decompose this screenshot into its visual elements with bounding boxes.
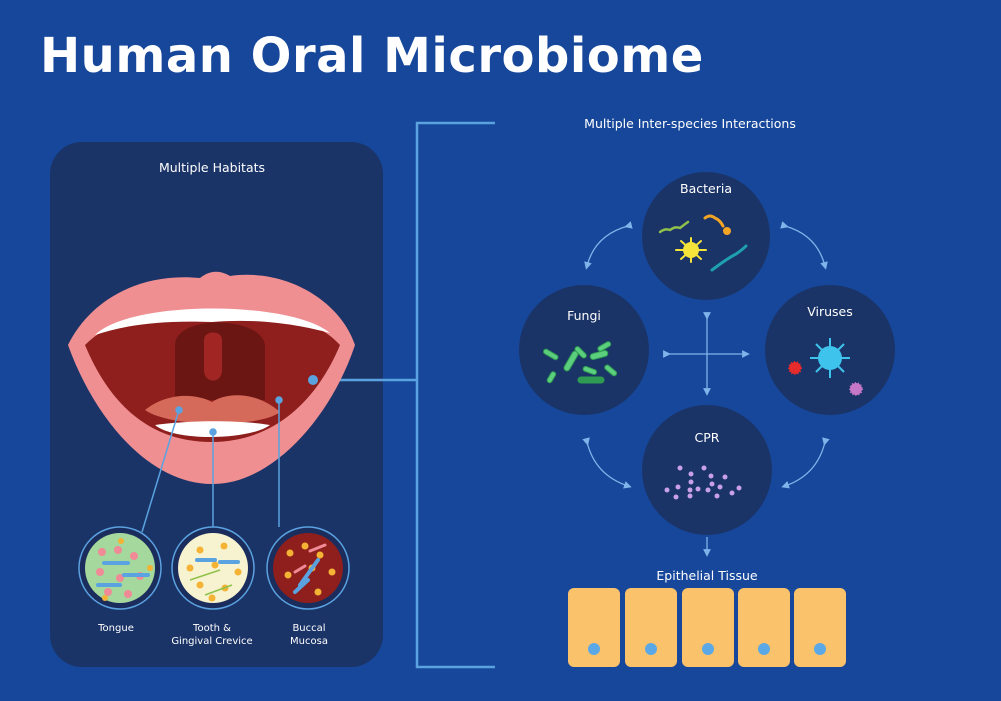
epithelial-tissue	[568, 588, 846, 667]
fungi-icon	[542, 341, 618, 384]
cpr-label: CPR	[694, 430, 720, 445]
fungi-label: Fungi	[567, 308, 601, 323]
interactions-heading: Multiple Inter-species Interactions	[584, 116, 796, 131]
habitat-label-tooth: Tooth &Gingival Crevice	[171, 623, 253, 647]
mouth-illustration	[68, 271, 355, 485]
habitat-tooth-icon	[171, 526, 255, 610]
habitats-heading: Multiple Habitats	[158, 160, 266, 175]
viruses-label: Viruses	[807, 304, 853, 319]
virus-icon	[788, 338, 863, 396]
habitat-pointers	[141, 375, 318, 533]
cpr-node	[642, 405, 772, 535]
bacteria-label: Bacteria	[680, 181, 732, 196]
habitat-label-tongue: Tongue	[98, 623, 134, 634]
habitat-tongue-icon	[78, 526, 162, 610]
epithelial-label: Epithelial Tissue	[656, 568, 758, 583]
cpr-icon	[664, 465, 742, 500]
habitat-buccal-icon	[266, 526, 350, 610]
interaction-arrows	[582, 221, 830, 557]
page-title: Human Oral Microbiome	[40, 28, 704, 84]
bacteria-icon	[658, 214, 748, 272]
bacteria-node	[642, 172, 770, 300]
fungi-node	[519, 285, 649, 415]
